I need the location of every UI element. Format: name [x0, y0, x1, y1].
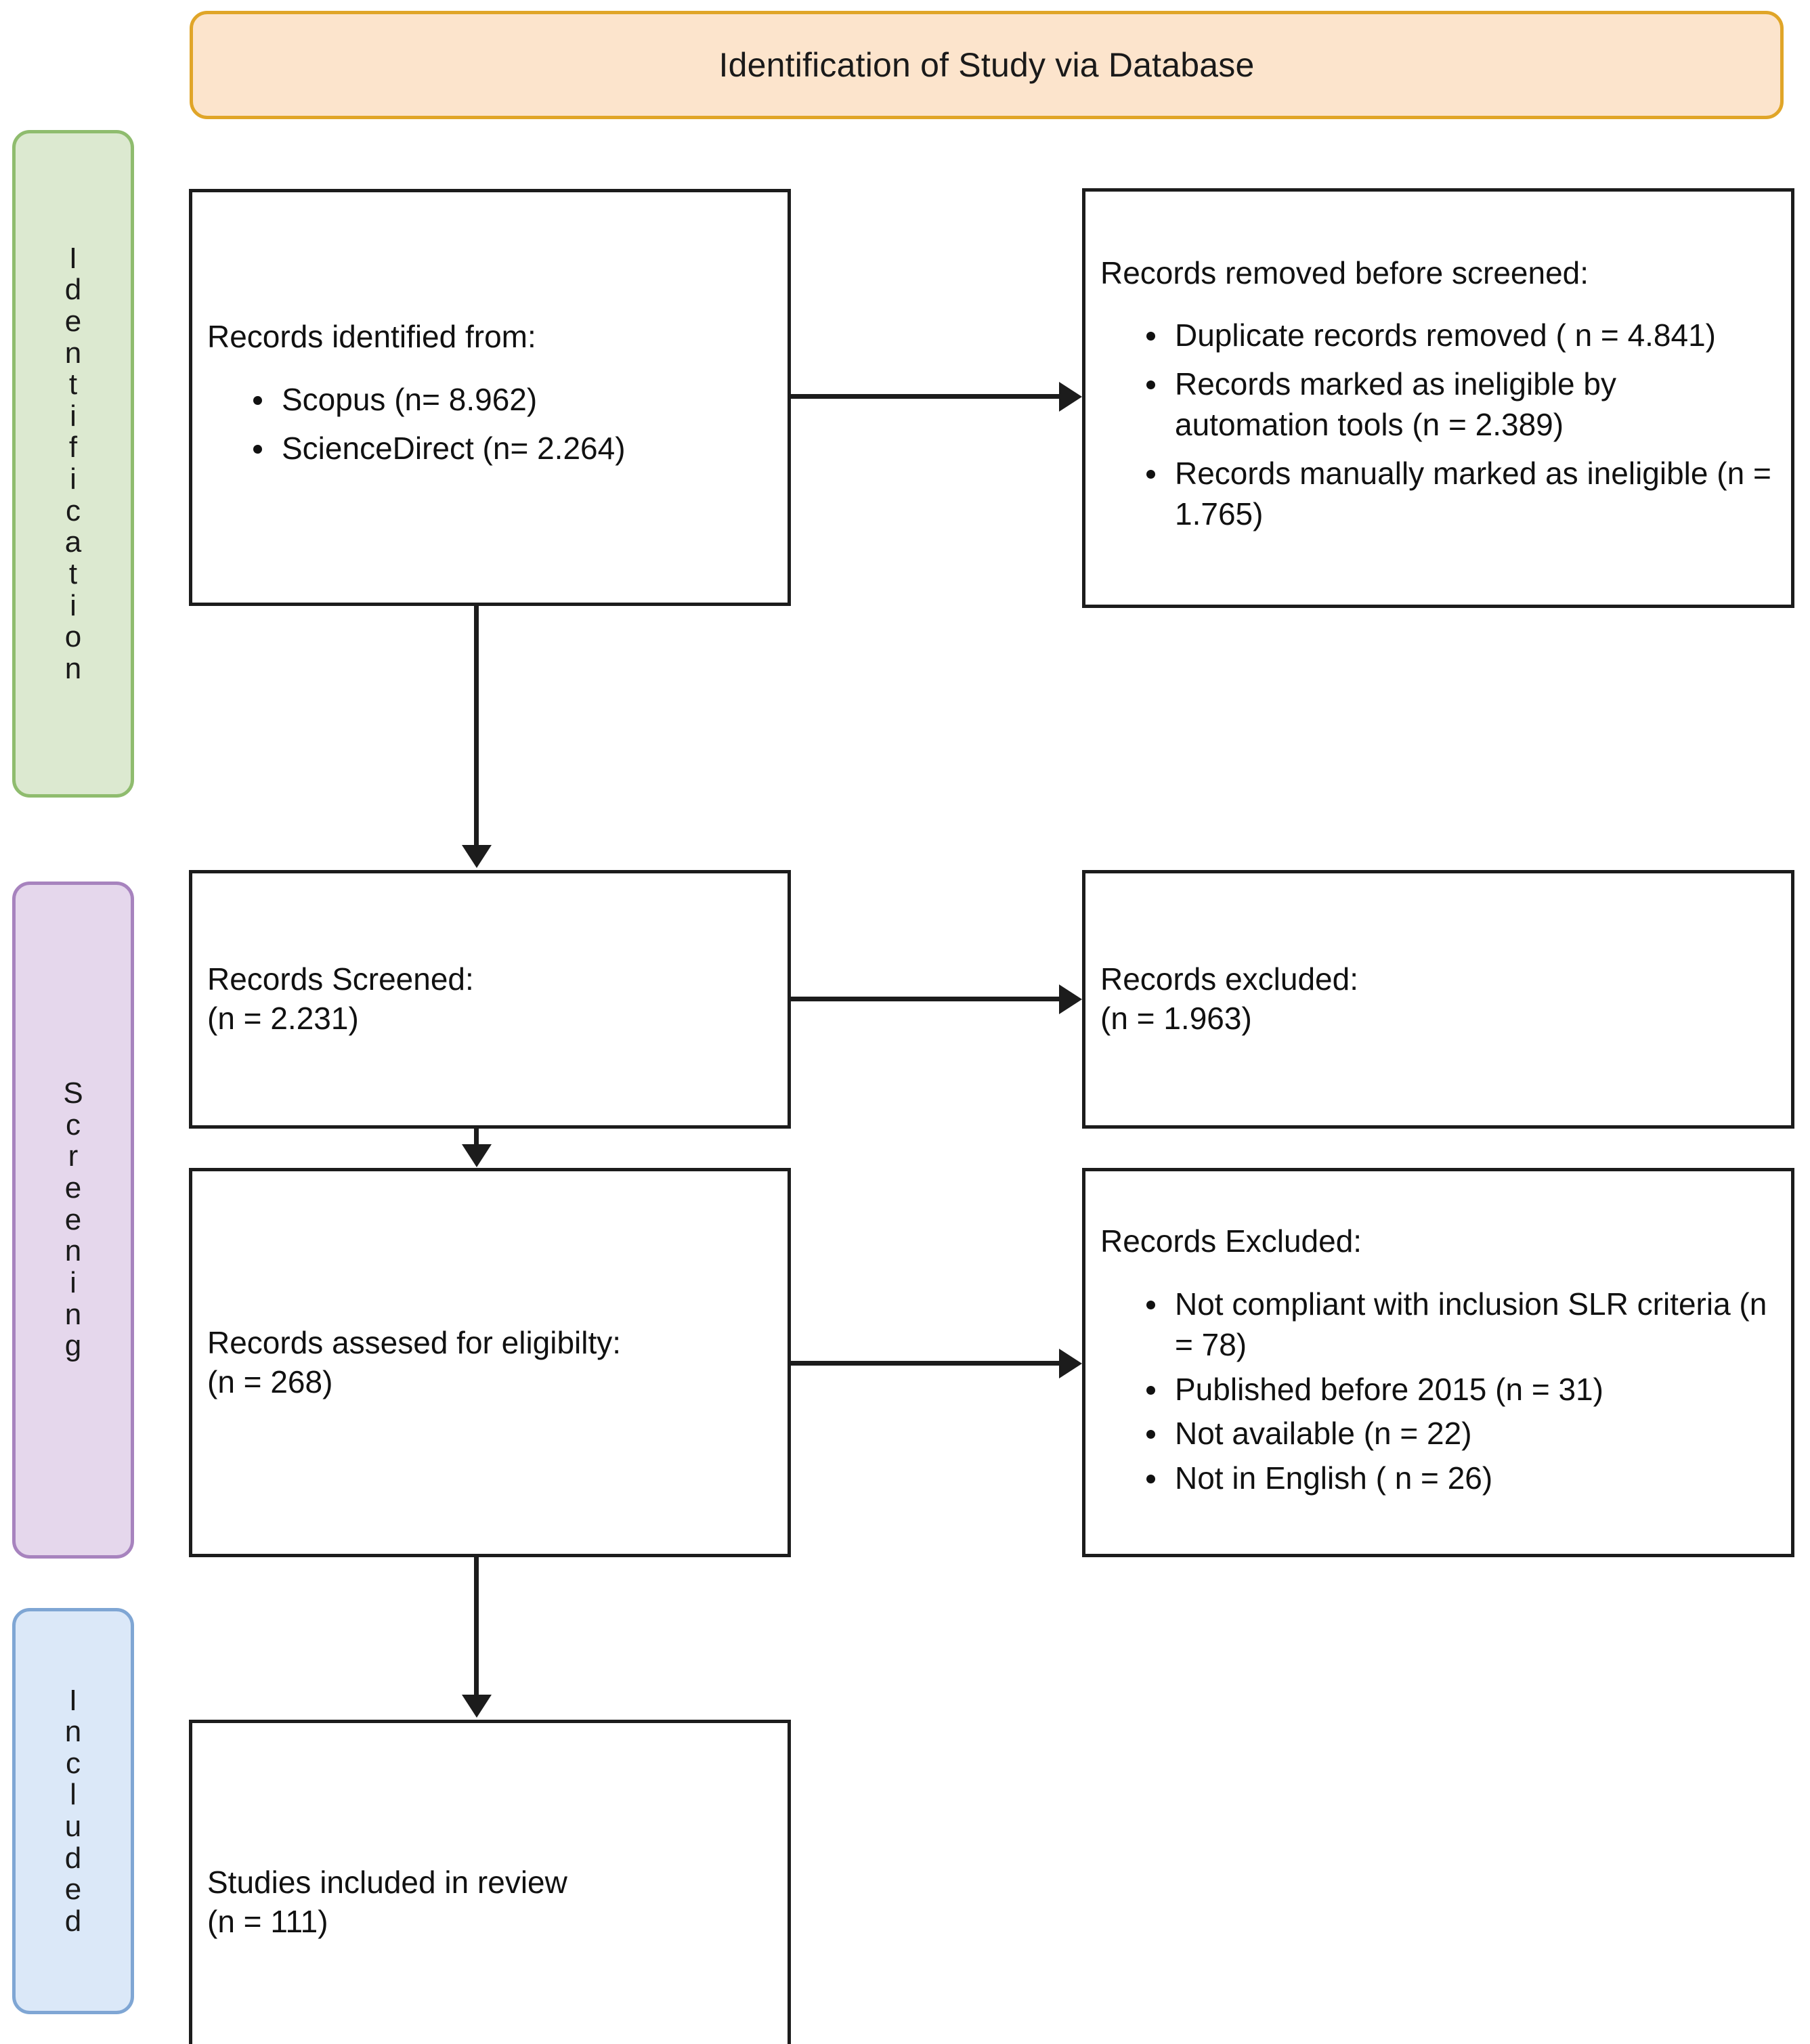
- stage-label-letter: e: [64, 1873, 82, 1907]
- stage-label-letter: i: [70, 1265, 77, 1299]
- box-records-removed-title: Records removed before screened:: [1100, 255, 1589, 290]
- arrowhead-eligibility-to-excluded: [1059, 1349, 1082, 1378]
- box-records-screened-title: Records Screened: (n = 2.231): [207, 961, 474, 1036]
- arrowhead-screened-to-excluded: [1059, 984, 1082, 1014]
- stage-label-letter: i: [70, 462, 77, 496]
- arrowhead-identified-to-removed: [1059, 382, 1082, 412]
- connector-identified-to-removed: [791, 394, 1062, 399]
- stage-label-letter: I: [68, 1683, 78, 1717]
- stage-label-letter: d: [64, 1841, 82, 1875]
- stage-label-letter: d: [64, 1904, 82, 1938]
- stage-label-letter: e: [64, 1171, 82, 1205]
- list-item: Records marked as ineligible by automati…: [1146, 364, 1776, 445]
- box-records-identified: Records identified from: Scopus (n= 8.96…: [189, 189, 791, 606]
- stage-label-letter: i: [70, 399, 77, 433]
- stage-label-letter: e: [64, 1202, 82, 1236]
- stage-label-letter: d: [64, 273, 82, 307]
- list-item: Scopus (n= 8.962): [253, 380, 773, 420]
- diagram-header-banner: Identification of Study via Database: [190, 11, 1784, 119]
- box-records-excluded-eligibility: Records Excluded: Not compliant with inc…: [1082, 1168, 1794, 1557]
- box-records-excluded-screening: Records excluded: (n = 1.963): [1082, 870, 1794, 1129]
- stage-label-letter: c: [65, 1108, 81, 1141]
- connector-eligibility-to-included: [474, 1557, 479, 1697]
- arrowhead-eligibility-to-included: [462, 1695, 492, 1718]
- stage-label-letter: i: [70, 588, 77, 622]
- box-records-removed: Records removed before screened: Duplica…: [1082, 188, 1794, 608]
- box-records-identified-title: Records identified from:: [207, 319, 536, 355]
- stage-label-letter: n: [64, 651, 82, 685]
- stage-label-letter: t: [68, 557, 78, 590]
- stage-label-letter: I: [68, 241, 78, 275]
- box-studies-included-title: Studies included in review (n = 111): [207, 1865, 567, 1939]
- list-item: Records manually marked as ineligible (n…: [1146, 454, 1776, 535]
- stage-label-letter: u: [64, 1810, 82, 1843]
- list-item: Not compliant with inclusion SLR criteri…: [1146, 1284, 1776, 1366]
- box-records-excluded-screening-title: Records excluded: (n = 1.963): [1100, 961, 1358, 1036]
- stage-label-letter: c: [65, 494, 81, 527]
- stage-label-letter: e: [64, 304, 82, 338]
- stage-label-letter: n: [64, 1715, 82, 1749]
- box-records-eligibility: Records assesed for eligibilty: (n = 268…: [189, 1168, 791, 1557]
- stage-label-letter: l: [70, 1778, 77, 1812]
- list-item: ScienceDirect (n= 2.264): [253, 429, 773, 469]
- stage-label-letter: S: [63, 1077, 83, 1110]
- list-item: Not available (n = 22): [1146, 1414, 1776, 1454]
- connector-identified-to-screened: [474, 606, 479, 847]
- connector-screened-to-excluded: [791, 997, 1062, 1001]
- arrowhead-identified-to-screened: [462, 845, 492, 868]
- box-studies-included: Studies included in review (n = 111): [189, 1720, 791, 2044]
- box-records-identified-list: Scopus (n= 8.962) ScienceDirect (n= 2.264…: [207, 380, 773, 469]
- stage-label-letter: t: [68, 368, 78, 401]
- box-records-screened: Records Screened: (n = 2.231): [189, 870, 791, 1129]
- box-records-eligibility-title: Records assesed for eligibilty: (n = 268…: [207, 1324, 622, 1399]
- connector-screened-to-eligibility: [474, 1129, 479, 1146]
- stage-label-letter: c: [65, 1746, 81, 1780]
- box-records-removed-list: Duplicate records removed ( n = 4.841) Re…: [1100, 316, 1776, 534]
- list-item: Not in English ( n = 26): [1146, 1458, 1776, 1499]
- stage-label-letter: r: [68, 1139, 79, 1173]
- stage-label-letter: f: [68, 431, 78, 464]
- stage-label-letter: g: [64, 1329, 82, 1363]
- stage-label-letter: n: [64, 1234, 82, 1268]
- connector-eligibility-to-excluded: [791, 1361, 1062, 1366]
- arrowhead-screened-to-eligibility: [462, 1144, 492, 1167]
- stage-label-letter: a: [64, 525, 82, 559]
- stage-label-letter: n: [64, 336, 82, 370]
- box-records-excluded-eligibility-title: Records Excluded:: [1100, 1223, 1362, 1259]
- list-item: Published before 2015 (n = 31): [1146, 1370, 1776, 1410]
- box-records-excluded-eligibility-list: Not compliant with inclusion SLR criteri…: [1100, 1284, 1776, 1499]
- page-title: Identification of Study via Database: [718, 46, 1255, 84]
- stage-label-letter: n: [64, 1297, 82, 1331]
- stage-label-letter: o: [64, 620, 82, 654]
- list-item: Duplicate records removed ( n = 4.841): [1146, 316, 1776, 356]
